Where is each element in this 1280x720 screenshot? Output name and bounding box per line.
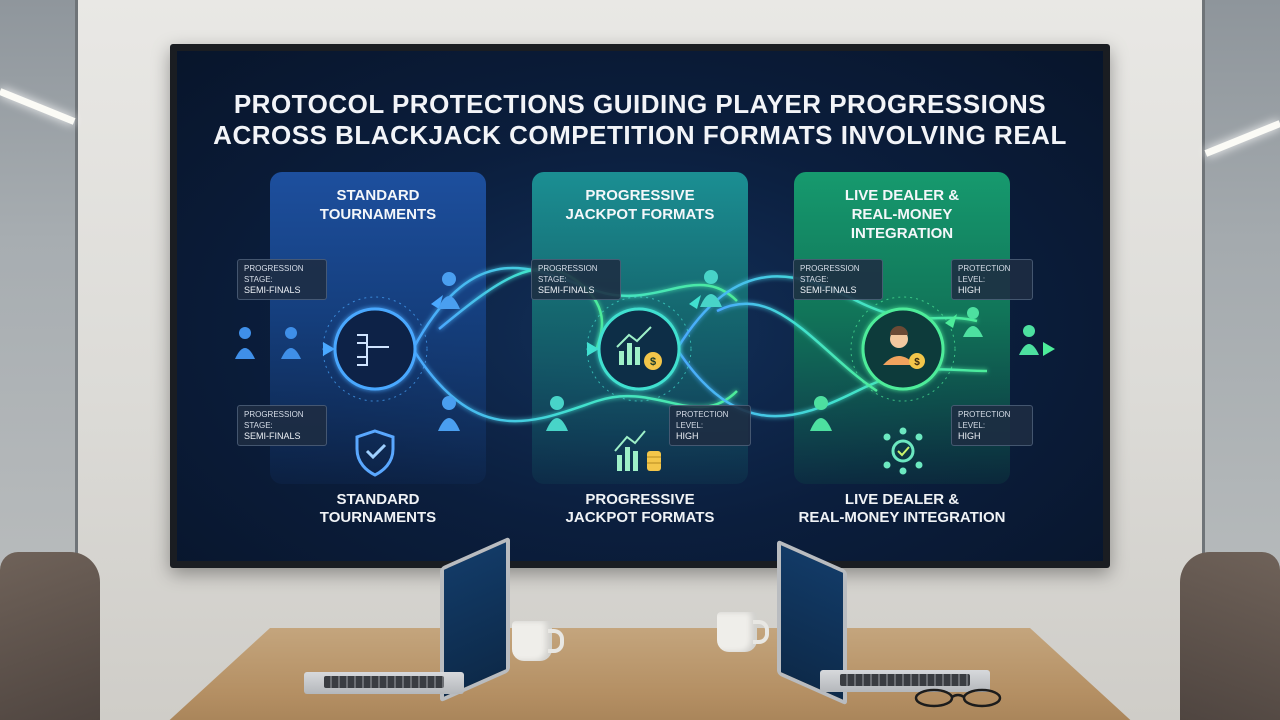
title-line-1: PROTOCOL PROTECTIONS GUIDING PLAYER PROG… xyxy=(233,89,1047,119)
player-icon xyxy=(438,396,460,431)
tag-value: SEMI-FINALS xyxy=(538,285,595,295)
keyboard-keys xyxy=(840,674,970,686)
player-icon xyxy=(1019,325,1039,355)
panel-heading: PROGRESSIVE JACKPOT FORMATS xyxy=(565,187,715,223)
svg-text:$: $ xyxy=(914,357,920,368)
eyeglasses-icon xyxy=(914,688,1002,708)
tag-label: PROGRESSION STAGE: xyxy=(538,264,598,284)
tag-label: PROGRESSION STAGE: xyxy=(244,410,304,430)
tag-label: PROGRESSION STAGE: xyxy=(244,264,304,284)
flow-arrows xyxy=(323,295,1055,356)
tag-value: SEMI-FINALS xyxy=(244,285,301,295)
right-window-wall xyxy=(1202,0,1280,600)
progression-stage-tag: PROGRESSION STAGE: SEMI-FINALS xyxy=(237,259,327,300)
arrow-icon xyxy=(587,342,599,356)
laptop-keyboard xyxy=(304,672,464,694)
progression-stage-tag: PROGRESSION STAGE: SEMI-FINALS xyxy=(531,259,621,300)
office-chair xyxy=(1180,552,1280,720)
keyboard-keys xyxy=(324,676,444,688)
panel-heading: STANDARD TOURNAMENTS xyxy=(319,187,437,223)
flow-curve xyxy=(675,348,988,418)
shield-check-icon xyxy=(355,429,395,477)
progression-stage-tag: PROGRESSION STAGE: SEMI-FINALS xyxy=(793,259,883,300)
footer-standard-tournaments: STANDARD TOURNAMENTS xyxy=(319,491,437,526)
player-icon xyxy=(438,272,460,309)
hub-standard xyxy=(322,296,428,402)
player-icon xyxy=(235,327,255,359)
bracket-icon xyxy=(357,334,389,366)
wall-display: PROTOCOL PROTECTIONS GUIDING PLAYER PROG… xyxy=(170,44,1110,568)
player-icon xyxy=(546,396,568,431)
player-icon xyxy=(700,270,722,307)
tag-label: PROTECTION LEVEL: xyxy=(958,410,1011,430)
growth-chart-coin-icon: $ xyxy=(616,326,662,370)
arrow-icon xyxy=(1043,342,1055,356)
hub-live-dealer: $ xyxy=(850,296,956,402)
tag-value: SEMI-FINALS xyxy=(244,431,301,441)
tag-value: HIGH xyxy=(958,431,981,441)
tag-label: PROTECTION LEVEL: xyxy=(676,410,729,430)
chart-coins-icon xyxy=(614,430,661,471)
arrow-icon xyxy=(945,314,957,328)
tag-label: PROGRESSION STAGE: xyxy=(800,264,860,284)
player-icon xyxy=(963,307,983,337)
hub-progressive: $ xyxy=(586,296,692,402)
left-window-wall xyxy=(0,0,78,600)
dealer-coin-icon: $ xyxy=(883,326,925,369)
tag-value: HIGH xyxy=(958,285,981,295)
arrow-icon xyxy=(689,295,701,309)
player-icons xyxy=(235,270,1039,431)
coffee-cup xyxy=(717,612,769,652)
protection-level-tag: PROTECTION LEVEL: HIGH xyxy=(951,259,1033,300)
panel-heading: LIVE DEALER & REAL-MONEY INTEGRATION xyxy=(844,187,960,242)
title-line-2: ACROSS BLACKJACK COMPETITION FORMATS INV… xyxy=(213,120,1067,150)
network-hub-icon xyxy=(883,427,923,475)
footer-progressive-jackpot: PROGRESSIVE JACKPOT FORMATS xyxy=(565,491,715,526)
laptop-keyboard xyxy=(820,670,990,692)
tag-value: SEMI-FINALS xyxy=(800,285,857,295)
arrow-icon xyxy=(323,342,335,356)
display-title: PROTOCOL PROTECTIONS GUIDING PLAYER PROG… xyxy=(177,89,1103,151)
svg-text:$: $ xyxy=(650,356,656,368)
progression-flow-diagram: $ $ xyxy=(235,266,1055,477)
player-icon xyxy=(810,396,832,431)
flow-curve xyxy=(716,302,878,393)
footer-live-dealer: LIVE DEALER & REAL-MONEY INTEGRATION xyxy=(798,491,1006,526)
coffee-cup xyxy=(512,621,564,661)
tag-label: PROTECTION LEVEL: xyxy=(958,264,1011,284)
display-screen: PROTOCOL PROTECTIONS GUIDING PLAYER PROG… xyxy=(177,51,1103,561)
office-chair xyxy=(0,552,100,720)
progression-stage-tag: PROGRESSION STAGE: SEMI-FINALS xyxy=(237,405,327,446)
protection-level-tag: PROTECTION LEVEL: HIGH xyxy=(669,405,751,446)
player-icon xyxy=(281,327,301,359)
protection-level-tag: PROTECTION LEVEL: HIGH xyxy=(951,405,1033,446)
tag-value: HIGH xyxy=(676,431,699,441)
